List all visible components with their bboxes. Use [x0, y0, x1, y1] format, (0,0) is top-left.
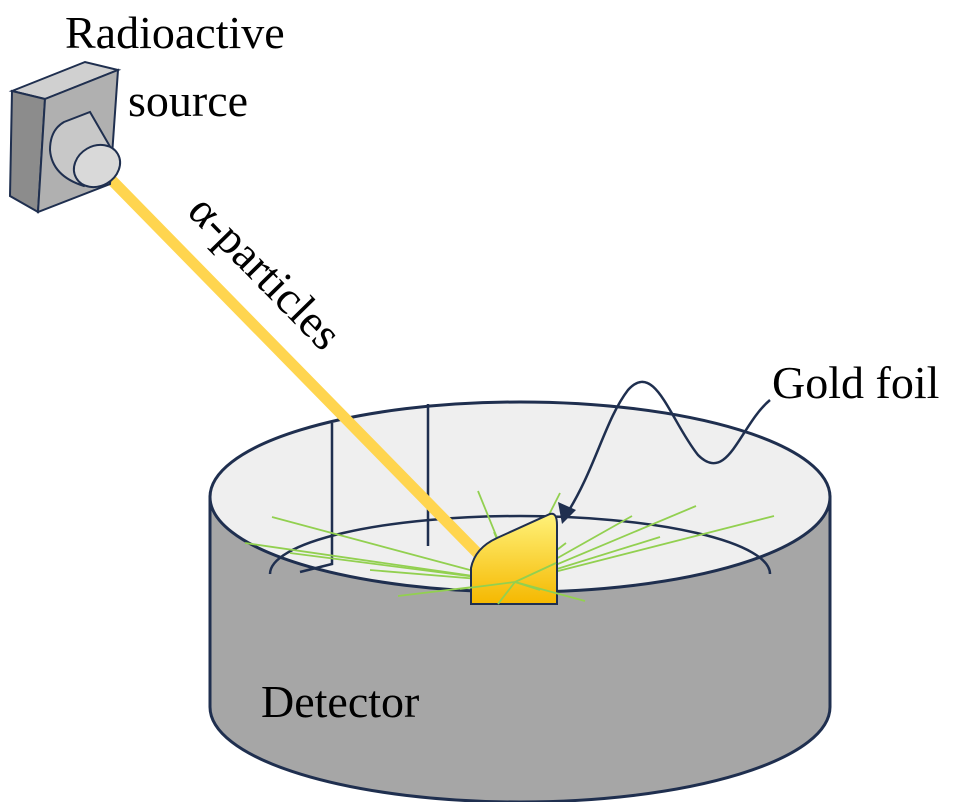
- scatter-trace: [459, 581, 516, 590]
- radioactive-source: [8, 60, 122, 214]
- gold-foil-pointer: [558, 380, 771, 524]
- forward-scatter: [459, 562, 586, 605]
- pointer-arrowhead: [558, 502, 576, 524]
- detector: [208, 400, 832, 802]
- alpha-particle-beam: [89, 157, 498, 574]
- scatter-trace: [497, 581, 516, 605]
- source-nozzle-opening: [72, 143, 122, 189]
- scatter-trace: [514, 515, 775, 583]
- gold-foil: [470, 512, 558, 605]
- detector-slit-left-edge: [299, 423, 334, 574]
- scatter-trace: [514, 581, 541, 591]
- scatter-trace: [514, 562, 557, 583]
- detector-inner-wall-line: [268, 514, 772, 575]
- pointer-curve: [564, 380, 771, 516]
- source-label-line1: Radioactive: [65, 7, 285, 58]
- detector-label: Detector: [261, 676, 419, 727]
- gold-foil-label: Gold foil: [772, 357, 939, 408]
- source-label-line2: source: [128, 75, 248, 126]
